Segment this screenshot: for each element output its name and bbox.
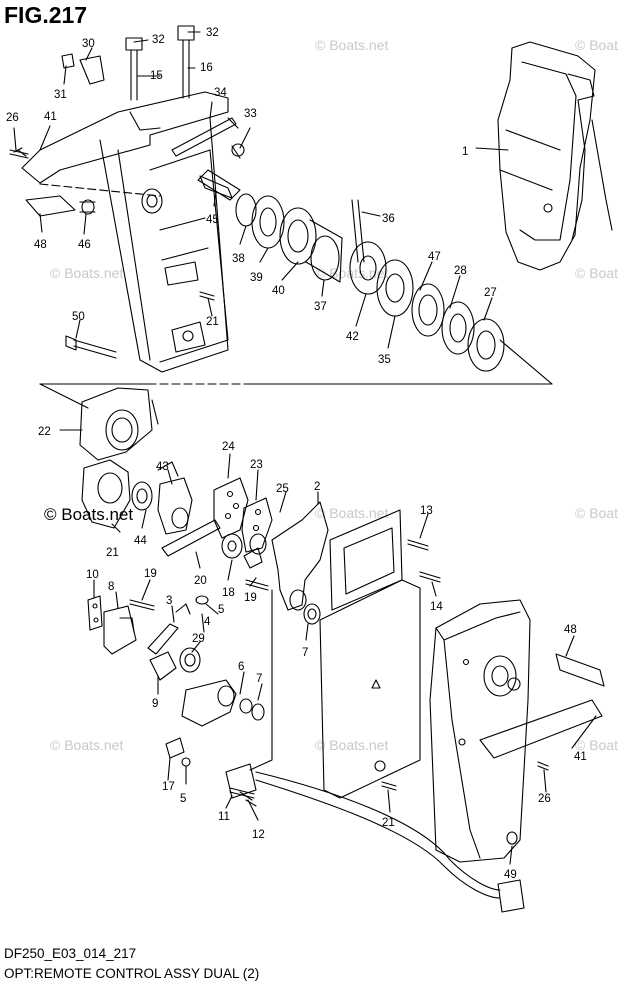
callout-1: 1	[462, 146, 468, 158]
callout-3: 3	[166, 595, 172, 607]
callout-37: 37	[314, 301, 327, 313]
callout-19: 19	[244, 592, 257, 604]
figure-title: FIG.217	[4, 2, 88, 28]
callout-11: 11	[218, 811, 230, 823]
callout-9: 9	[152, 698, 158, 710]
callout-12: 12	[252, 829, 265, 841]
callout-30: 30	[82, 38, 95, 50]
callout-44: 44	[134, 535, 147, 547]
callout-7: 7	[256, 673, 262, 685]
callout-16: 16	[200, 62, 213, 74]
callout-50: 50	[72, 311, 85, 323]
watermark-text: © Boats.net	[315, 37, 388, 53]
callout-23: 23	[250, 459, 263, 471]
watermark-text: © Boats.net	[315, 265, 388, 281]
watermark-text: © Boats.net	[575, 737, 618, 753]
watermark-text: © Boats.net	[50, 737, 123, 753]
callout-29: 29	[192, 633, 205, 645]
divider-lines	[39, 183, 553, 385]
callout-47: 47	[428, 251, 441, 263]
watermark-text: © Boats.net	[315, 505, 388, 521]
cover-plate-drawing	[79, 387, 159, 461]
callout-42: 42	[346, 331, 359, 343]
callout-14: 14	[430, 601, 443, 613]
callout-5: 5	[218, 604, 224, 616]
callout-28: 28	[454, 265, 467, 277]
divider-solid	[39, 339, 553, 409]
callout-41: 41	[574, 751, 587, 763]
callout-20: 20	[194, 575, 207, 587]
callout-39: 39	[250, 272, 263, 284]
callout-45: 45	[206, 214, 219, 226]
callout-32: 32	[152, 34, 165, 46]
callout-21: 21	[206, 316, 219, 328]
lever-plates-drawing	[161, 477, 273, 569]
callout-40: 40	[272, 285, 285, 297]
bolts-drawing	[9, 149, 549, 799]
watermark-text: © Boats.net	[575, 265, 618, 281]
callout-8: 8	[108, 581, 114, 593]
callout-32: 32	[206, 27, 219, 39]
callout-7: 7	[302, 647, 308, 659]
callout-26: 26	[538, 793, 551, 805]
callout-49: 49	[504, 869, 517, 881]
callout-35: 35	[378, 354, 391, 366]
figure-caption: OPT:REMOTE CONTROL ASSY DUAL (2)	[4, 966, 260, 981]
watermark-text: © Boats.net	[575, 37, 618, 53]
leader-lines	[13, 31, 597, 865]
callout-48: 48	[564, 624, 577, 636]
callout-36: 36	[382, 213, 395, 225]
callout-25: 25	[276, 483, 289, 495]
upper-bracket-drawing	[13, 91, 241, 373]
callout-22: 22	[38, 426, 51, 438]
callout-43: 43	[156, 461, 169, 473]
callout-13: 13	[420, 505, 433, 517]
right-housing-drawing	[429, 599, 605, 863]
watermark-layer: © Boats.net © Boats.net © Boats.net © Bo…	[44, 37, 618, 753]
callout-46: 46	[78, 239, 91, 251]
callout-18: 18	[222, 587, 235, 599]
callout-19: 19	[144, 568, 157, 580]
callout-15: 15	[150, 70, 163, 82]
callout-27: 27	[484, 287, 497, 299]
callout-5: 5	[180, 793, 186, 805]
mid-cam-drawing	[81, 459, 193, 535]
watermark-text: © Boats.net	[315, 737, 388, 753]
pin-drawing	[171, 117, 245, 157]
figure-code: DF250_E03_014_217	[4, 946, 137, 961]
callout-21: 21	[382, 817, 395, 829]
watermark-text: © Boats.net	[50, 265, 123, 281]
callout-34: 34	[214, 87, 227, 99]
callout-31: 31	[54, 89, 67, 101]
watermark-text: © Boats.net	[575, 505, 618, 521]
callout-48: 48	[34, 239, 47, 251]
callout-26: 26	[6, 112, 19, 124]
callout-17: 17	[162, 781, 175, 793]
callout-21: 21	[106, 547, 119, 559]
side-plate-drawing	[319, 509, 421, 799]
callout-38: 38	[232, 253, 245, 265]
long-bolts-drawing	[61, 25, 195, 101]
callout-10: 10	[86, 569, 99, 581]
callout-6: 6	[238, 661, 244, 673]
lever-drawing	[271, 501, 329, 625]
callout-4: 4	[204, 616, 211, 628]
callout-41: 41	[44, 111, 57, 123]
callout-33: 33	[244, 108, 257, 120]
lower-small-parts-drawing	[87, 595, 265, 767]
switch-wiring-drawing	[225, 763, 525, 913]
callout-2: 2	[314, 481, 320, 493]
callout-24: 24	[222, 441, 235, 453]
control-handle-drawing	[497, 41, 613, 271]
